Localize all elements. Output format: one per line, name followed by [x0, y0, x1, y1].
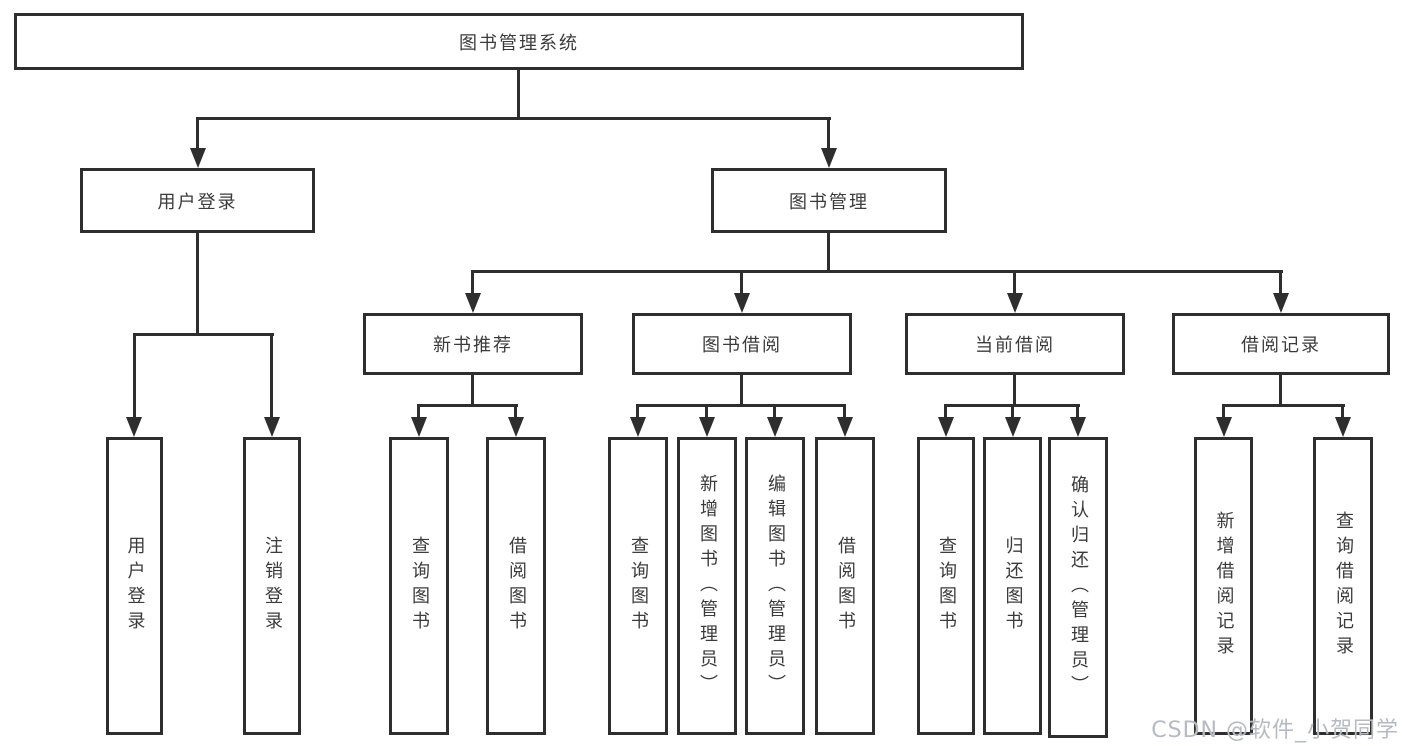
leaf-borrow-books-borrowing: 借阅图书 — [815, 437, 875, 735]
leaf-edit-book-admin-label: 编辑图书（管理员） — [765, 473, 786, 699]
connector-line — [417, 404, 518, 407]
connector-line — [944, 404, 947, 421]
arrow-down-icon — [1070, 417, 1086, 437]
connector-line — [636, 404, 846, 407]
connector-line — [843, 404, 846, 421]
connector-line — [1341, 404, 1344, 421]
arrow-down-icon — [411, 417, 427, 437]
arrow-down-icon — [1007, 293, 1023, 313]
arrow-down-icon — [699, 417, 715, 437]
leaf-edit-book-admin: 编辑图书（管理员） — [745, 437, 805, 735]
arrow-down-icon — [630, 417, 646, 437]
arrow-down-icon — [821, 148, 837, 168]
leaf-logout-label: 注销登录 — [262, 536, 283, 636]
leaf-add-book-admin-label: 新增图书（管理员） — [697, 473, 718, 699]
connector-line — [1222, 404, 1225, 421]
connector-line — [517, 69, 520, 119]
connector-line — [471, 270, 474, 296]
arrow-down-icon — [837, 417, 853, 437]
leaf-confirm-return-admin-label: 确认归还（管理员） — [1068, 475, 1089, 700]
connector-line — [740, 375, 743, 406]
arrow-down-icon — [508, 417, 524, 437]
arrow-down-icon — [1005, 417, 1021, 437]
arrow-down-icon — [1273, 293, 1289, 313]
branch-book-management: 图书管理 — [711, 168, 947, 233]
leaf-confirm-return-admin: 确认归还（管理员） — [1048, 437, 1108, 738]
connector-line — [705, 404, 708, 421]
leaf-return-book: 归还图书 — [983, 437, 1042, 735]
arrow-down-icon — [938, 417, 954, 437]
leaf-user-login-label: 用户登录 — [124, 536, 146, 636]
arrow-down-icon — [767, 417, 783, 437]
arrow-down-icon — [465, 293, 481, 313]
arrow-down-icon — [1335, 417, 1351, 437]
leaf-query-books-recommend: 查询图书 — [389, 437, 449, 735]
leaf-query-borrow-record: 查询借阅记录 — [1313, 437, 1373, 735]
leaf-borrow-books-recommend: 借阅图书 — [486, 437, 546, 735]
branch-book-management-label: 图书管理 — [789, 191, 869, 213]
branch-new-book-recommend-label: 新书推荐 — [433, 335, 513, 356]
connector-line — [514, 404, 517, 421]
leaf-query-books-borrowing-label: 查询图书 — [628, 536, 649, 636]
connector-line — [270, 333, 273, 420]
leaf-borrow-books-recommend-label: 借阅图书 — [506, 536, 527, 636]
connector-line — [471, 270, 1283, 273]
leaf-query-books-current-label: 查询图书 — [936, 536, 957, 636]
connector-line — [1222, 404, 1345, 407]
connector-line — [740, 270, 743, 296]
arrow-down-icon — [190, 148, 206, 168]
connector-line — [827, 233, 830, 272]
arrow-down-icon — [734, 293, 750, 313]
leaf-logout: 注销登录 — [243, 437, 301, 735]
connector-line — [196, 233, 199, 336]
connector-line — [1013, 270, 1016, 296]
branch-user-login: 用户登录 — [80, 168, 315, 233]
connector-line — [133, 333, 274, 336]
branch-book-borrowing-label: 图书借阅 — [702, 335, 782, 356]
leaf-query-books-current: 查询图书 — [917, 437, 975, 735]
leaf-add-borrow-record: 新增借阅记录 — [1194, 437, 1253, 735]
connector-line — [636, 404, 639, 421]
branch-borrowing-records-label: 借阅记录 — [1241, 335, 1321, 356]
connector-line — [133, 333, 136, 420]
arrow-down-icon — [1216, 417, 1232, 437]
connector-line — [1076, 404, 1079, 421]
branch-user-login-label: 用户登录 — [157, 191, 238, 213]
connector-line — [1279, 375, 1282, 406]
connector-line — [417, 404, 420, 421]
leaf-query-books-recommend-label: 查询图书 — [409, 536, 430, 636]
connector-line — [471, 375, 474, 406]
root-library-system: 图书管理系统 — [14, 13, 1024, 70]
leaf-query-books-borrowing: 查询图书 — [608, 437, 668, 735]
connector-line — [196, 117, 199, 151]
connector-line — [1011, 404, 1014, 421]
leaf-query-borrow-record-label: 查询借阅记录 — [1333, 511, 1354, 661]
connector-line — [1013, 375, 1016, 406]
watermark: CSDN @软件_小贺同学 — [1151, 718, 1399, 743]
branch-book-borrowing: 图书借阅 — [632, 313, 852, 375]
leaf-borrow-books-borrowing-label: 借阅图书 — [835, 536, 856, 636]
branch-borrowing-records: 借阅记录 — [1172, 313, 1390, 375]
leaf-user-login: 用户登录 — [106, 437, 163, 735]
arrow-down-icon — [264, 417, 280, 437]
branch-new-book-recommend: 新书推荐 — [363, 313, 583, 375]
connector-line — [196, 117, 831, 120]
branch-current-borrowing-label: 当前借阅 — [975, 335, 1055, 356]
connector-line — [827, 117, 830, 151]
connector-line — [1279, 270, 1282, 296]
leaf-return-book-label: 归还图书 — [1002, 536, 1024, 636]
arrow-down-icon — [126, 417, 142, 437]
connector-line — [773, 404, 776, 421]
leaf-add-borrow-record-label: 新增借阅记录 — [1213, 511, 1235, 661]
branch-current-borrowing: 当前借阅 — [905, 313, 1125, 375]
leaf-add-book-admin: 新增图书（管理员） — [677, 437, 737, 735]
root-library-system-label: 图书管理系统 — [459, 32, 579, 54]
